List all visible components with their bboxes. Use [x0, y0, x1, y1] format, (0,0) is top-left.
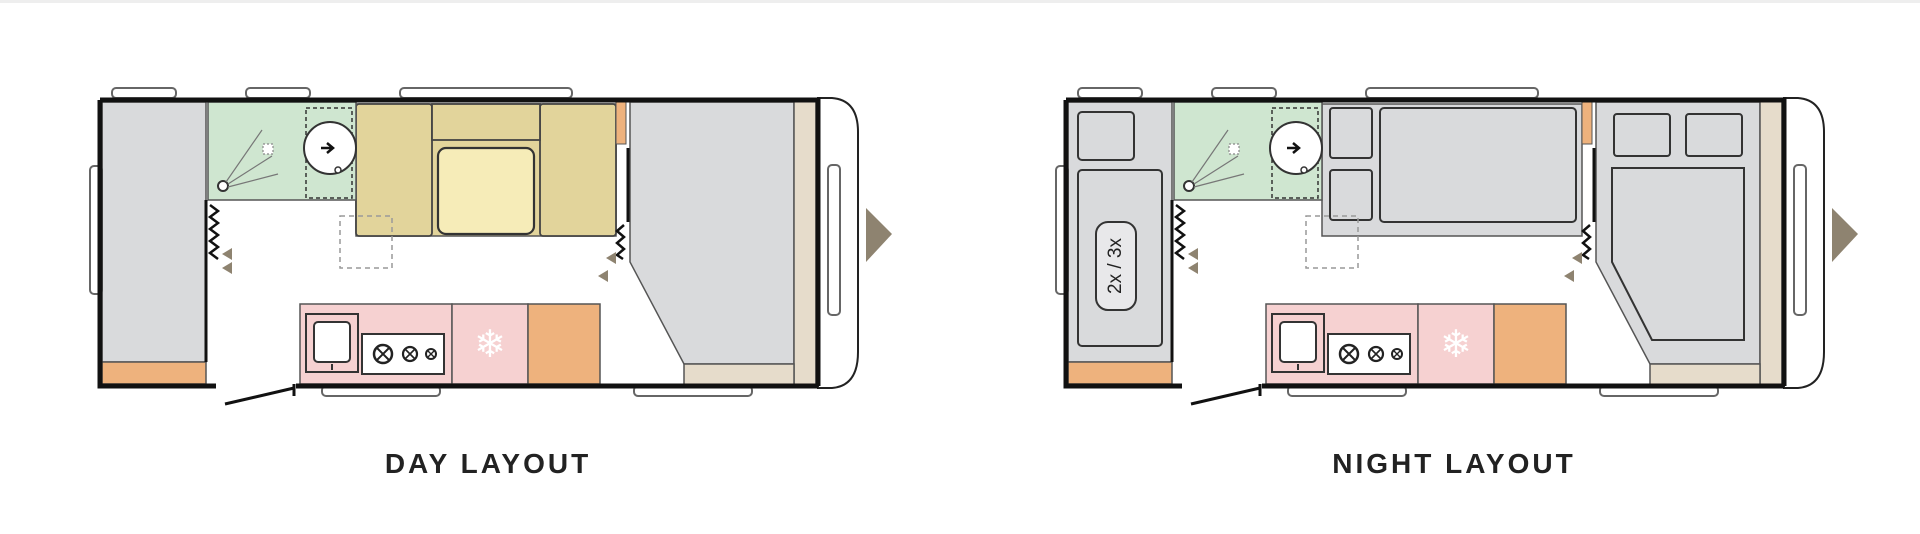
bed-multiplier-label: 2x / 3x: [1105, 238, 1126, 294]
night-layout-plan: 2x / 3x: [1056, 88, 1858, 404]
snowflake-icon: ❄: [474, 322, 506, 366]
dinette-table: [436, 146, 536, 236]
front-bench: [629, 101, 795, 365]
snowflake-icon: ❄: [1440, 322, 1472, 366]
top-divider: [0, 0, 1920, 3]
rear-bench: [101, 101, 207, 363]
day-layout-caption: DAY LAYOUT: [384, 448, 592, 479]
day-layout-plan: [90, 88, 892, 404]
night-layout-caption: NIGHT LAYOUT: [1332, 448, 1576, 479]
